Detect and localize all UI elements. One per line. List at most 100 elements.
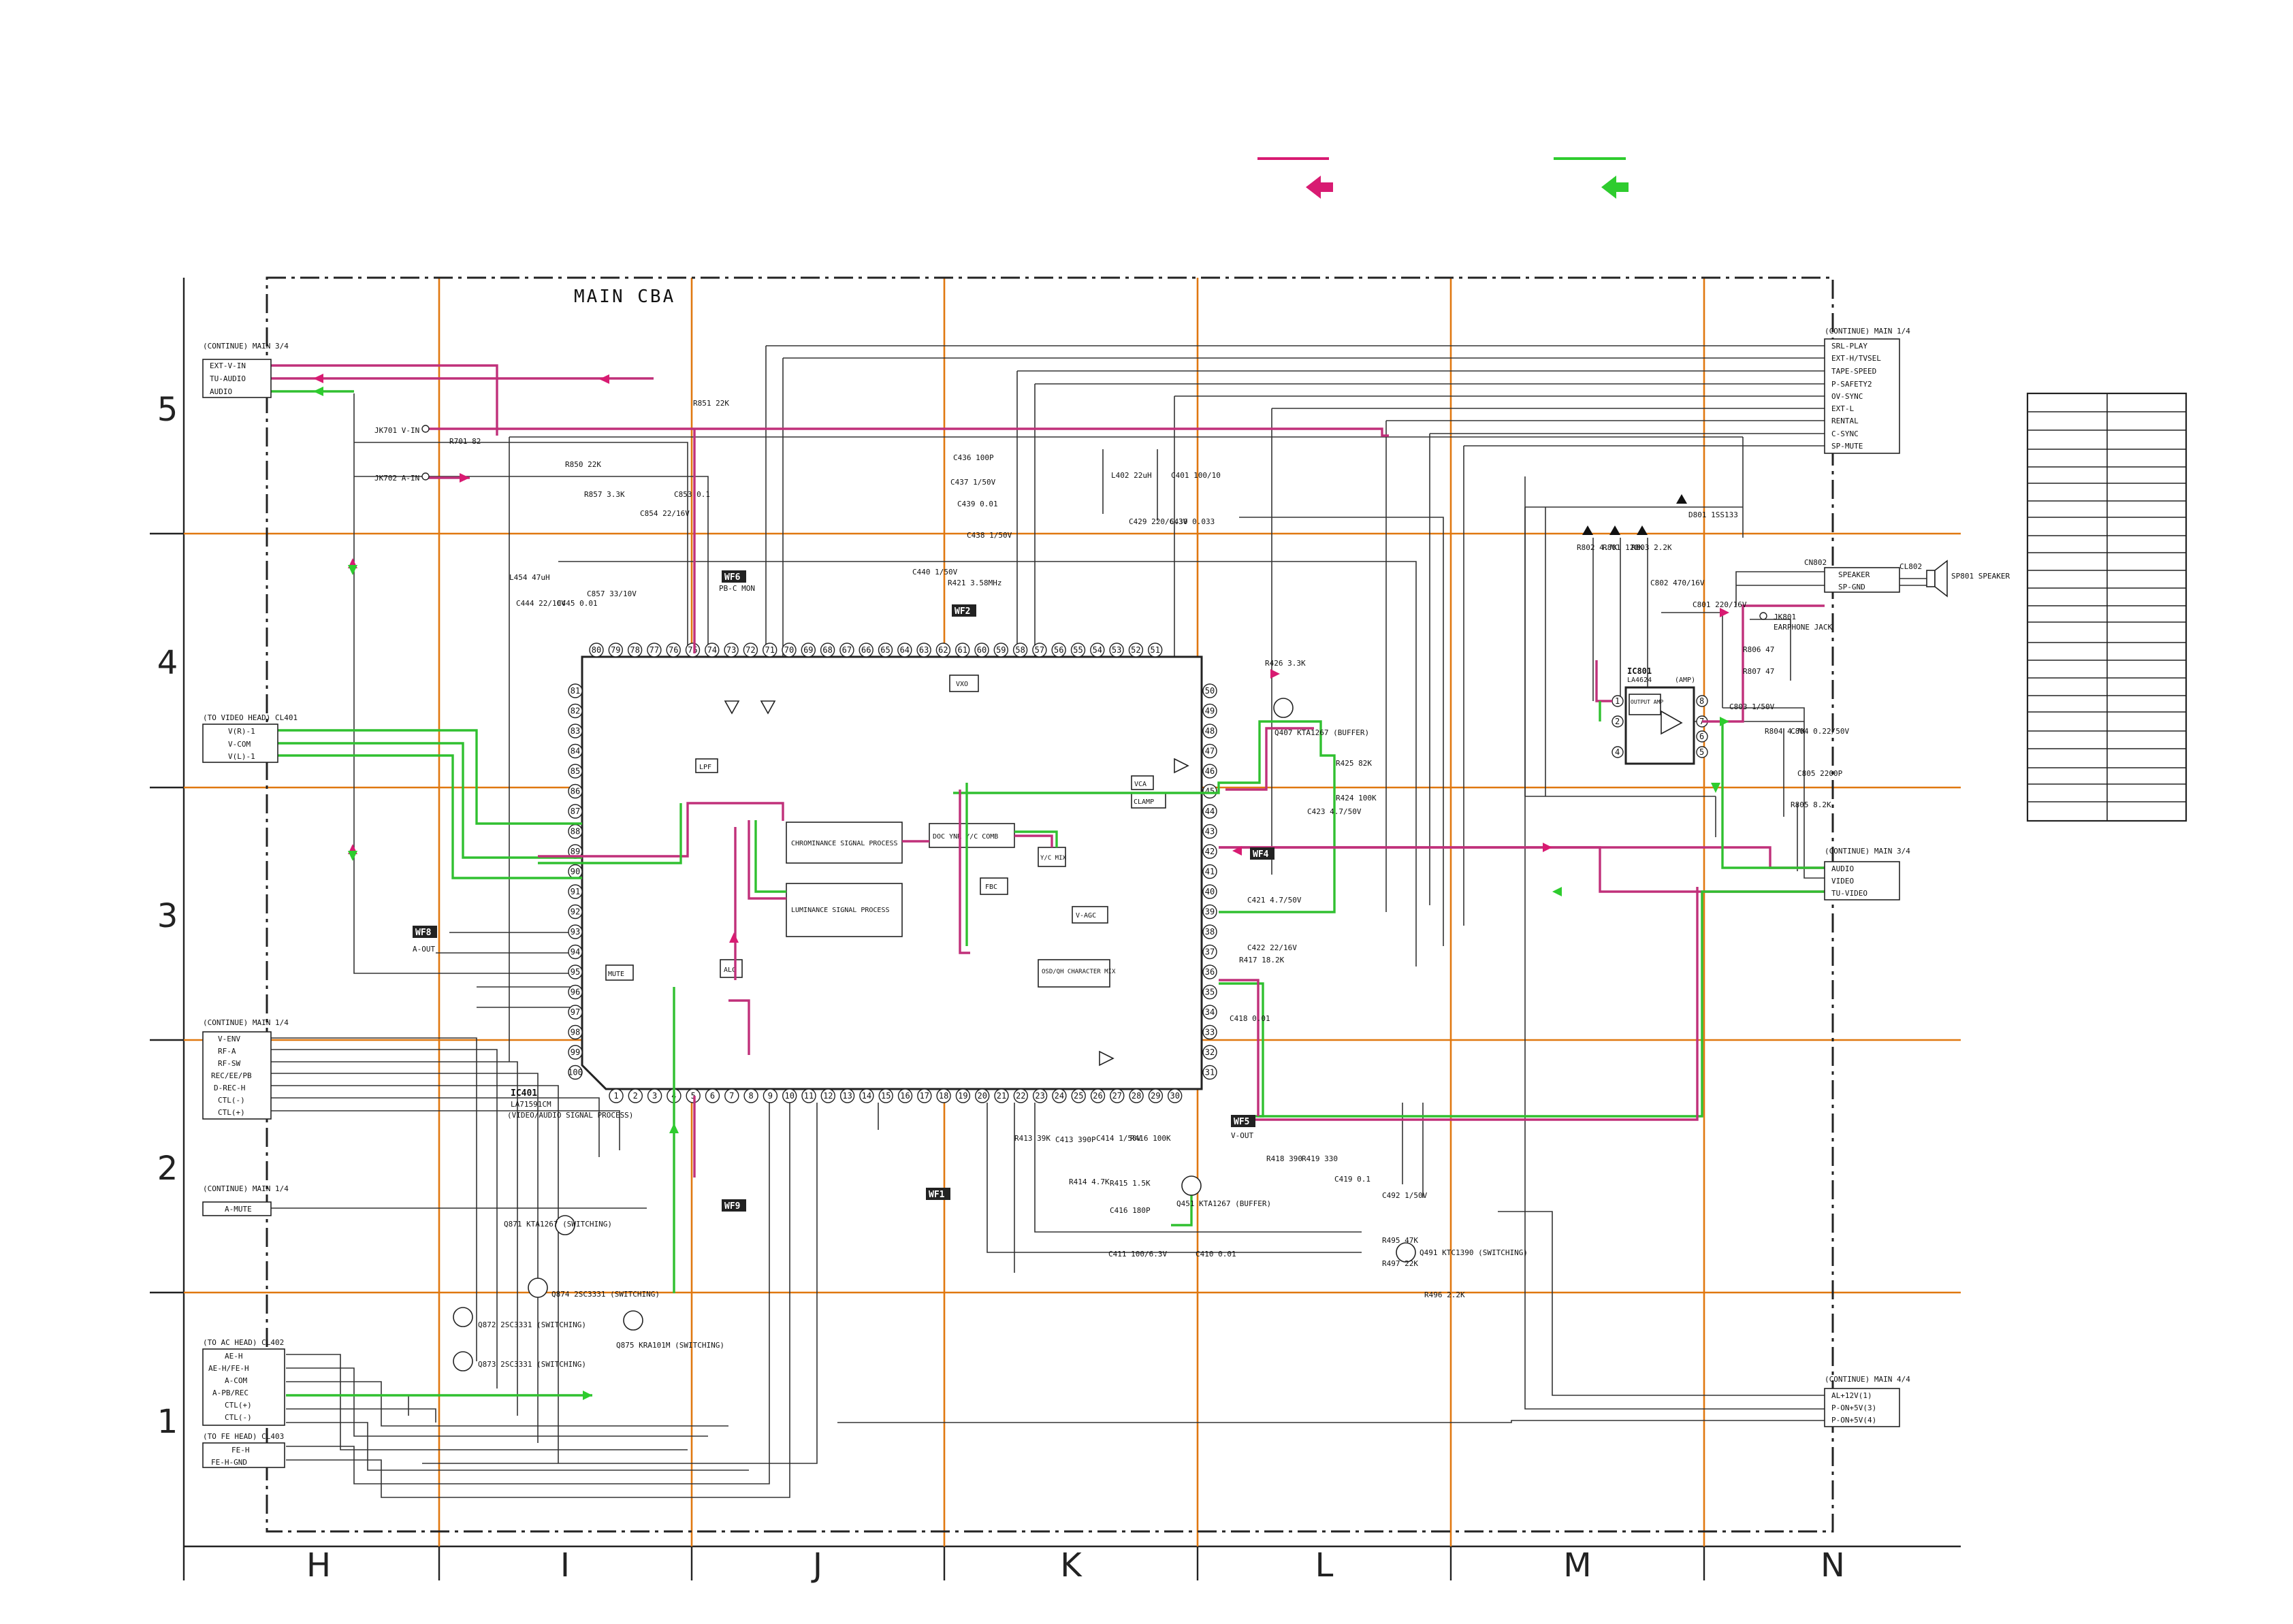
ic401-pin: [568, 743, 583, 759]
ic401-pin: [666, 643, 681, 657]
legend: [1257, 157, 1629, 199]
svg-text:R850 22K: R850 22K: [565, 460, 601, 469]
amp-triangle-icon: [724, 700, 740, 715]
warning-icon: [1676, 494, 1687, 504]
doc-block: [929, 823, 1015, 848]
speaker-conn-ref: CN802: [1804, 558, 1827, 567]
ic401-pin-number: 84: [571, 747, 580, 756]
ic401-pin: [1202, 904, 1217, 920]
ic801-output-amp: [1629, 694, 1661, 715]
svg-text:R805 8.2K: R805 8.2K: [1791, 800, 1831, 809]
green-signal-path: [271, 742, 582, 859]
vymix-block: [1038, 847, 1066, 867]
pink-signal-path: [271, 364, 498, 436]
green-arrow-icon: [348, 565, 357, 575]
ic401-pin: [1202, 703, 1217, 719]
svg-text:C419 0.1: C419 0.1: [1334, 1175, 1370, 1184]
ic401-pin-number: 37: [1205, 947, 1215, 957]
ic401-pin-number: 68: [822, 645, 832, 655]
green-arrow-icon: [583, 1391, 592, 1400]
ic401-pin: [763, 1088, 778, 1103]
svg-text:WF8: WF8: [415, 928, 432, 938]
transistor-q875-icon: [623, 1310, 643, 1331]
svg-text:5: 5: [1699, 747, 1704, 757]
ic401-pin-number: 29: [1151, 1091, 1160, 1101]
conn-fe-head: (TO FE HEAD) CL403 FE-H FE-H-GND: [202, 1432, 285, 1468]
ic401-pin-number: 89: [571, 847, 580, 856]
ic401-left-pins: 8182838485868788899091929394959697989910…: [568, 683, 583, 1080]
ic401-pin-number: 14: [862, 1091, 871, 1101]
ic801-part: LA4624: [1627, 677, 1652, 684]
ic401-pin: [1167, 1088, 1183, 1103]
amp-triangle-icon: [1174, 758, 1189, 774]
conn-main14-mid-header: (CONTINUE) MAIN 1/4: [203, 1018, 289, 1027]
fbc-block-label: FBC: [985, 883, 997, 891]
wf4-marker: [1250, 847, 1274, 860]
row-label-4: 4: [157, 644, 178, 682]
ic401-pin: [1202, 824, 1217, 839]
signal-p-on-5v-3: P-ON+5V(3): [1831, 1403, 1876, 1412]
chroma-block: [786, 822, 903, 864]
ic401-pin-number: 30: [1170, 1091, 1179, 1101]
pink-arrow-icon: [599, 374, 609, 384]
ic401-pin: [1110, 1088, 1125, 1103]
ic401-pin-number: 76: [669, 645, 678, 655]
pink-arrow-icon: [1270, 669, 1280, 679]
col-label-k: K: [1060, 1546, 1083, 1585]
svg-text:C438 1/50V: C438 1/50V: [967, 531, 1012, 540]
ic401-pin-number: 17: [920, 1091, 929, 1101]
pink-signal-path: [728, 999, 750, 1055]
conn-speaker: CN802 SPEAKER SP-GND CL802 SP801 SPEAKER: [1804, 558, 2010, 598]
ic401-pin: [878, 643, 893, 657]
row-label-3: 3: [157, 897, 178, 935]
signal-ov-sync: OV-SYNC: [1831, 392, 1863, 401]
ic401-pin-number: 12: [823, 1091, 833, 1101]
ic401-pin-number: 78: [630, 645, 639, 655]
ic401-pin: [627, 643, 643, 657]
ic401-pin-number: 100: [568, 1068, 583, 1077]
vxo-block: [949, 675, 979, 692]
green-signal-path: [1171, 1191, 1193, 1227]
conn-ac-head-header: (TO AC HEAD) CL402: [203, 1338, 284, 1347]
ic401-pin: [1129, 1088, 1144, 1103]
svg-text:C854 22/16V: C854 22/16V: [640, 509, 690, 518]
pink-signal-path: [1219, 846, 1825, 869]
ic401-pin: [685, 643, 701, 657]
svg-text:R424 100K: R424 100K: [1336, 794, 1377, 802]
ic401-pin-number: 69: [803, 645, 813, 655]
svg-text:R426 3.3K: R426 3.3K: [1265, 659, 1306, 668]
svg-text:D801 1SS133: D801 1SS133: [1688, 510, 1738, 519]
ic401-pin-number: 99: [571, 1048, 580, 1057]
ic401-pin: [917, 1088, 932, 1103]
video-head-pin-1: V(R)-1: [228, 727, 255, 736]
pink-signal-path: [1219, 846, 1825, 893]
ic401-pin: [1147, 643, 1163, 657]
ic401-pin: [1202, 944, 1217, 960]
ic801-amp-icon: [1661, 710, 1683, 735]
luma-block-label: LUMINANCE SIGNAL PROCESS: [791, 907, 890, 914]
ic401-pin-number: 10: [784, 1091, 794, 1101]
signal-rental: RENTAL: [1831, 417, 1859, 425]
ic401-pin: [1202, 724, 1217, 738]
jack-v-in: JK701 V-IN: [374, 426, 419, 435]
ic801-pins: 1 2 4 8 7 6 5: [1611, 695, 1708, 758]
ic401-pin: [1071, 1088, 1086, 1103]
pink-signal-path: [959, 790, 970, 954]
ic401-pin: [589, 643, 604, 657]
ic401-function: (VIDEO/AUDIO SIGNAL PROCESS): [507, 1111, 633, 1120]
ic401-pin: [568, 804, 583, 819]
ic401-pin-number: 45: [1205, 787, 1215, 796]
ic401-pin: [1070, 643, 1086, 657]
ic401-pin: [568, 884, 583, 899]
ac-head-pin-6: CTL(-): [225, 1413, 252, 1422]
svg-text:WF1: WF1: [929, 1190, 945, 1200]
speaker-lead-ref: CL802: [1899, 562, 1922, 571]
jack-a-in: JK702 A-IN: [374, 474, 419, 483]
ic401-pin: [1051, 643, 1066, 657]
ic401-pin: [724, 1088, 739, 1103]
svg-text:C492 1/50V: C492 1/50V: [1382, 1191, 1428, 1200]
ic401-pin: [1202, 1024, 1217, 1040]
speaker-pin-1: SPEAKER: [1838, 570, 1870, 579]
